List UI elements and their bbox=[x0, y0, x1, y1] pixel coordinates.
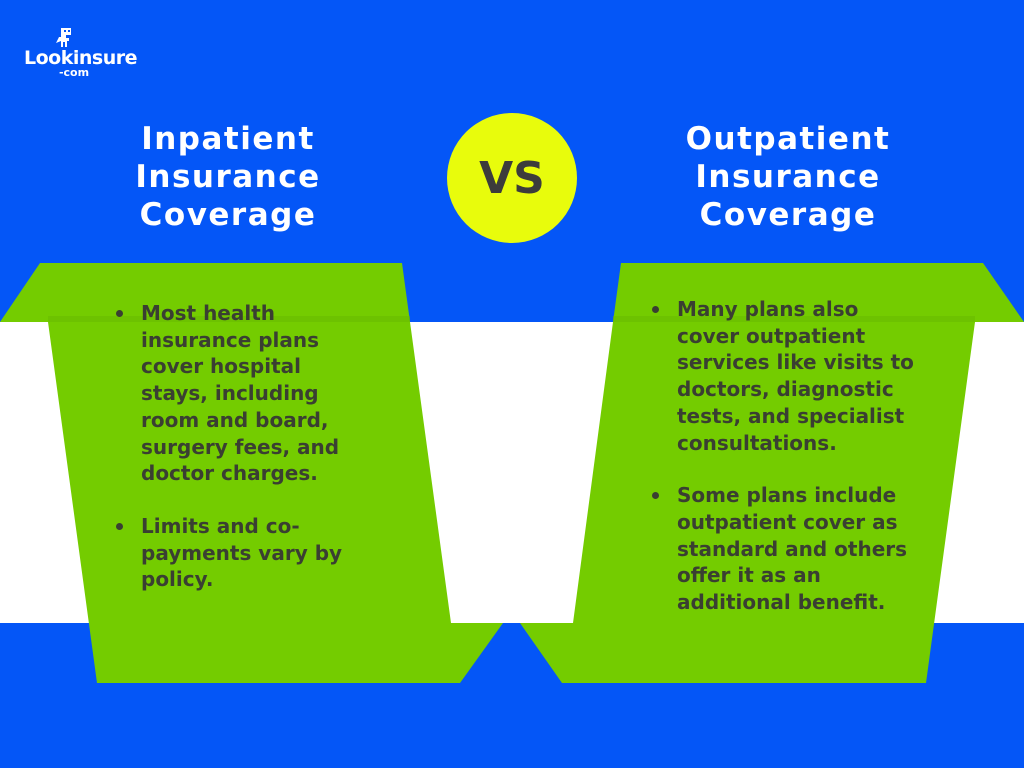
heading-line: Inpatient bbox=[141, 121, 315, 157]
vs-label: VS bbox=[479, 152, 545, 204]
vs-badge: VS bbox=[447, 113, 577, 243]
bullet-item: Limits and co-payments vary by policy. bbox=[115, 513, 365, 593]
left-panel-fold-top bbox=[0, 263, 410, 322]
heading-line: Outpatient bbox=[685, 121, 891, 157]
right-panel bbox=[520, 322, 975, 683]
bullet-item: Most health insurance plans cover hospit… bbox=[115, 300, 365, 487]
logo-tld: -com bbox=[58, 66, 90, 79]
bullet-item: Many plans also cover outpatient service… bbox=[651, 296, 921, 456]
right-panel-fold-top bbox=[613, 263, 1024, 322]
heading-line: Coverage bbox=[699, 197, 877, 233]
fold-shadow-left bbox=[48, 316, 410, 322]
heading-line: Insurance bbox=[695, 159, 881, 195]
heading-line: Coverage bbox=[139, 197, 317, 233]
logo[interactable]: Lookinsure -com bbox=[24, 28, 137, 78]
left-panel bbox=[48, 322, 503, 683]
outpatient-bullet-list: Many plans also cover outpatient service… bbox=[651, 296, 921, 642]
fold-shadow-right bbox=[613, 316, 975, 322]
outpatient-heading: Outpatient Insurance Coverage bbox=[650, 120, 926, 234]
inpatient-heading: Inpatient Insurance Coverage bbox=[103, 120, 353, 234]
inpatient-bullet-list: Most health insurance plans cover hospit… bbox=[115, 300, 365, 619]
logo-wordmark: Lookinsure bbox=[24, 47, 137, 69]
bullet-item: Some plans include outpatient cover as s… bbox=[651, 482, 921, 616]
heading-line: Insurance bbox=[135, 159, 321, 195]
dinosaur-mascot-icon bbox=[56, 28, 71, 47]
